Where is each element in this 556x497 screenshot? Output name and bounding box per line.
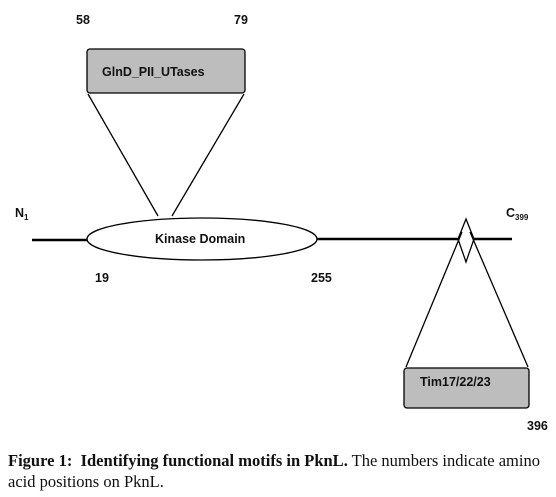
caption-body: The numbers indicate amino acid position… xyxy=(8,451,540,491)
position-255: 255 xyxy=(311,271,332,285)
n-terminus-label: N1 xyxy=(15,206,29,222)
tim-connector-right xyxy=(469,231,529,368)
c-terminus-letter: C xyxy=(506,206,515,220)
tim-site-diamond xyxy=(457,217,475,264)
tim-motif-label: Tim17/22/23 xyxy=(420,375,491,389)
position-79: 79 xyxy=(234,13,248,27)
caption-label: Figure 1: xyxy=(8,451,73,470)
kinase-domain-label: Kinase Domain xyxy=(155,232,245,246)
kinase-domain-ellipse xyxy=(86,217,318,261)
caption-title: Identifying functional motifs in PknL. xyxy=(80,451,348,470)
glnd-motif-box xyxy=(86,48,246,94)
glnd-connector-right xyxy=(171,93,245,217)
position-396: 396 xyxy=(527,419,548,433)
tim-connector-left xyxy=(405,231,463,368)
figure-caption: Figure 1: Identifying functional motifs … xyxy=(8,450,554,492)
tim-motif-box xyxy=(403,367,530,409)
protein-domain-diagram: GlnD_PII_UTases Kinase Domain Tim17/22/2… xyxy=(15,13,548,433)
c-terminus-subscript: 399 xyxy=(515,213,529,222)
n-terminus-letter: N xyxy=(15,206,24,220)
glnd-motif-label: GlnD_PII_UTases xyxy=(102,65,205,79)
c-terminus-label: C399 xyxy=(506,206,529,222)
position-58: 58 xyxy=(76,13,90,27)
glnd-connector-left xyxy=(87,93,159,217)
n-terminus-subscript: 1 xyxy=(24,213,29,222)
position-19: 19 xyxy=(95,271,109,285)
